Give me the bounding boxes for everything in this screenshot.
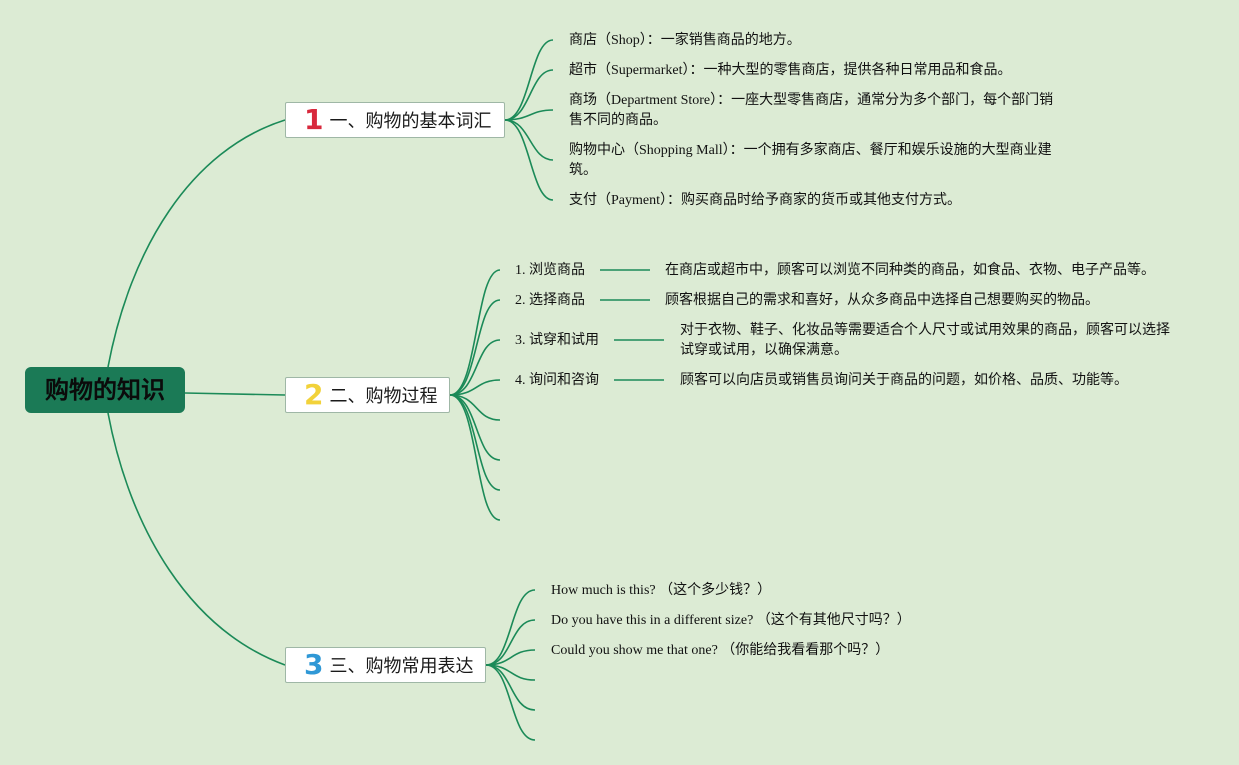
- connector-b2-leaf-1: [449, 269, 501, 396]
- vocab-item-shopping-mall[interactable]: 购物中心（Shopping Mall）：一个拥有多家商店、餐厅和娱乐设施的大型商…: [569, 143, 1052, 178]
- branch-label: 二、购物过程: [329, 386, 438, 407]
- connector-b1-leaf-2: [504, 69, 554, 121]
- connector-root-branch-1: [107, 119, 286, 368]
- connector-b3-leaf-2: [485, 619, 536, 666]
- connector-b2-leaf-3: [449, 339, 501, 396]
- connector-b3-empty-3: [485, 664, 536, 741]
- connector-b1-leaf-5: [504, 119, 554, 201]
- branch-node-vocabulary[interactable]: 1 一、购物的基本词汇: [285, 102, 505, 138]
- connector-b3-leaf-1: [485, 589, 536, 666]
- branch-label: 三、购物常用表达: [329, 656, 474, 677]
- expression-show-me[interactable]: Could you show me that one? （你能给我看看那个吗？）: [551, 643, 890, 658]
- process-step-try[interactable]: 3. 试穿和试用: [515, 333, 599, 348]
- vocab-item-supermarket[interactable]: 超市（Supermarket）：一种大型的零售商店，提供各种日常用品和食品。: [569, 63, 1012, 78]
- root-node[interactable]: 购物的知识: [25, 367, 185, 413]
- connector-b2-empty-4: [449, 394, 501, 521]
- connector-b2-empty-3: [449, 394, 501, 491]
- vocab-item-department-store[interactable]: 商场（Department Store）：一座大型零售商店，通常分为多个部门，每…: [569, 93, 1054, 128]
- connector-b2-leaf-4: [449, 379, 501, 396]
- branch-label: 一、购物的基本词汇: [329, 111, 492, 132]
- connector-b1-leaf-3: [504, 109, 554, 121]
- number-3-icon: 3: [304, 648, 324, 681]
- process-step-ask[interactable]: 4. 询问和咨询: [515, 373, 599, 388]
- branch-node-expressions[interactable]: 3 三、购物常用表达: [285, 647, 486, 683]
- process-step-choose[interactable]: 2. 选择商品: [515, 293, 585, 308]
- number-1-icon: 1: [304, 103, 324, 136]
- branch-node-process[interactable]: 2 二、购物过程: [285, 377, 450, 413]
- process-step-browse[interactable]: 1. 浏览商品: [515, 263, 585, 278]
- vocab-item-shop[interactable]: 商店（Shop）：一家销售商品的地方。: [569, 33, 801, 48]
- connector-root-branch-2: [184, 392, 286, 396]
- process-desc-try[interactable]: 对于衣物、鞋子、化妆品等需要适合个人尺寸或试用效果的商品，顾客可以选择试穿或试用…: [680, 323, 1170, 358]
- expression-different-size[interactable]: Do you have this in a different size? （这…: [551, 613, 911, 628]
- connector-b1-leaf-1: [504, 39, 554, 121]
- connector-b2-leaf-2: [449, 299, 501, 396]
- process-desc-choose[interactable]: 顾客根据自己的需求和喜好，从众多商品中选择自己想要购买的物品。: [665, 293, 1099, 308]
- vocab-item-payment[interactable]: 支付（Payment）：购买商品时给予商家的货币或其他支付方式。: [569, 193, 961, 208]
- process-desc-browse[interactable]: 在商店或超市中，顾客可以浏览不同种类的商品，如食品、衣物、电子产品等。: [665, 263, 1155, 278]
- process-desc-ask[interactable]: 顾客可以向店员或销售员询问关于商品的问题，如价格、品质、功能等。: [680, 373, 1128, 388]
- connector-b1-leaf-4: [504, 119, 554, 161]
- number-2-icon: 2: [304, 378, 324, 411]
- connector-root-branch-3: [107, 412, 286, 666]
- expression-how-much[interactable]: How much is this? （这个多少钱？）: [551, 583, 772, 598]
